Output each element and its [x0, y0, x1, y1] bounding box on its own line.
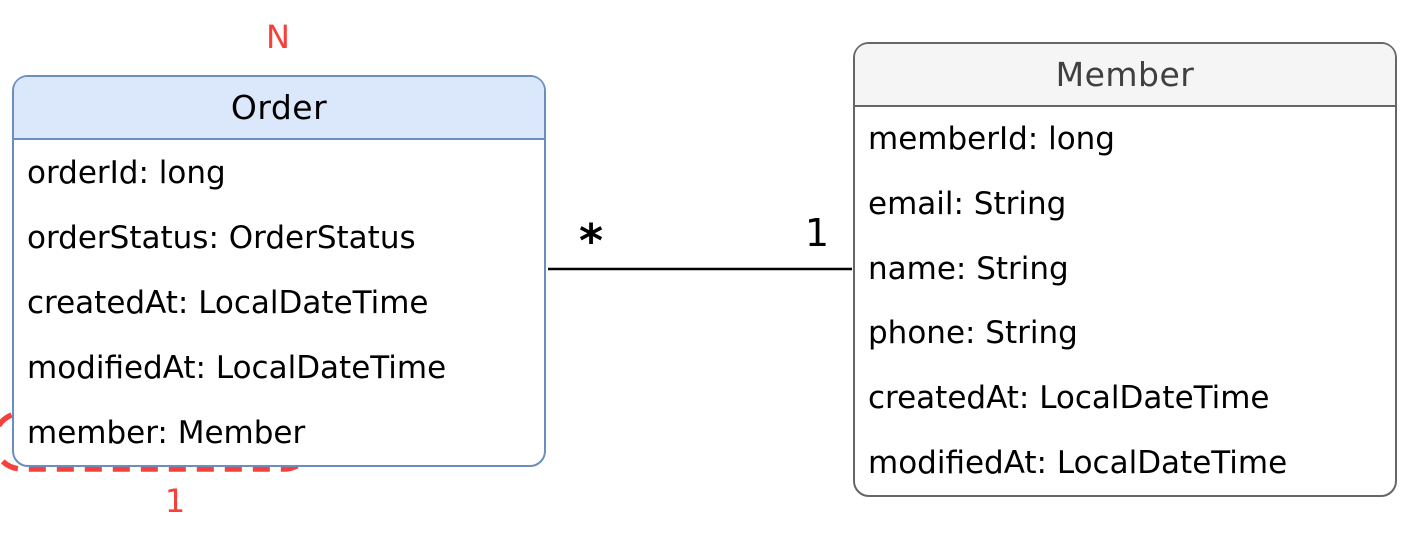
multiplicity-one-label[interactable]: 1 [804, 211, 830, 255]
entity-member-header[interactable]: Member [855, 44, 1395, 107]
annotation-one-label[interactable]: 1 [164, 482, 186, 520]
entity-order-body: orderId: long orderStatus: OrderStatus c… [14, 140, 544, 465]
order-field-row[interactable]: orderStatus: OrderStatus [27, 219, 416, 256]
multiplicity-star-label[interactable]: * [578, 214, 604, 268]
entity-member-title: Member [1055, 55, 1195, 94]
entity-order[interactable]: Order orderId: long orderStatus: OrderSt… [12, 75, 546, 467]
member-field-row[interactable]: memberId: long [868, 121, 1115, 158]
member-field-row[interactable]: modifiedAt: LocalDateTime [868, 444, 1288, 481]
entity-order-title: Order [230, 88, 328, 127]
order-field-member-row[interactable]: member: Member [27, 414, 306, 451]
order-field-row[interactable]: createdAt: LocalDateTime [27, 284, 429, 321]
order-field-row[interactable]: modifiedAt: LocalDateTime [27, 349, 447, 386]
entity-order-header[interactable]: Order [14, 77, 544, 140]
member-field-row[interactable]: createdAt: LocalDateTime [868, 380, 1270, 417]
entity-member[interactable]: Member memberId: long email: String name… [853, 42, 1397, 497]
entity-member-body: memberId: long email: String name: Strin… [855, 107, 1395, 495]
member-field-row[interactable]: phone: String [868, 315, 1078, 352]
annotation-n-label[interactable]: N [266, 18, 290, 56]
member-field-row[interactable]: name: String [868, 250, 1069, 287]
member-field-row[interactable]: email: String [868, 186, 1067, 222]
order-field-row[interactable]: orderId: long [27, 154, 226, 191]
